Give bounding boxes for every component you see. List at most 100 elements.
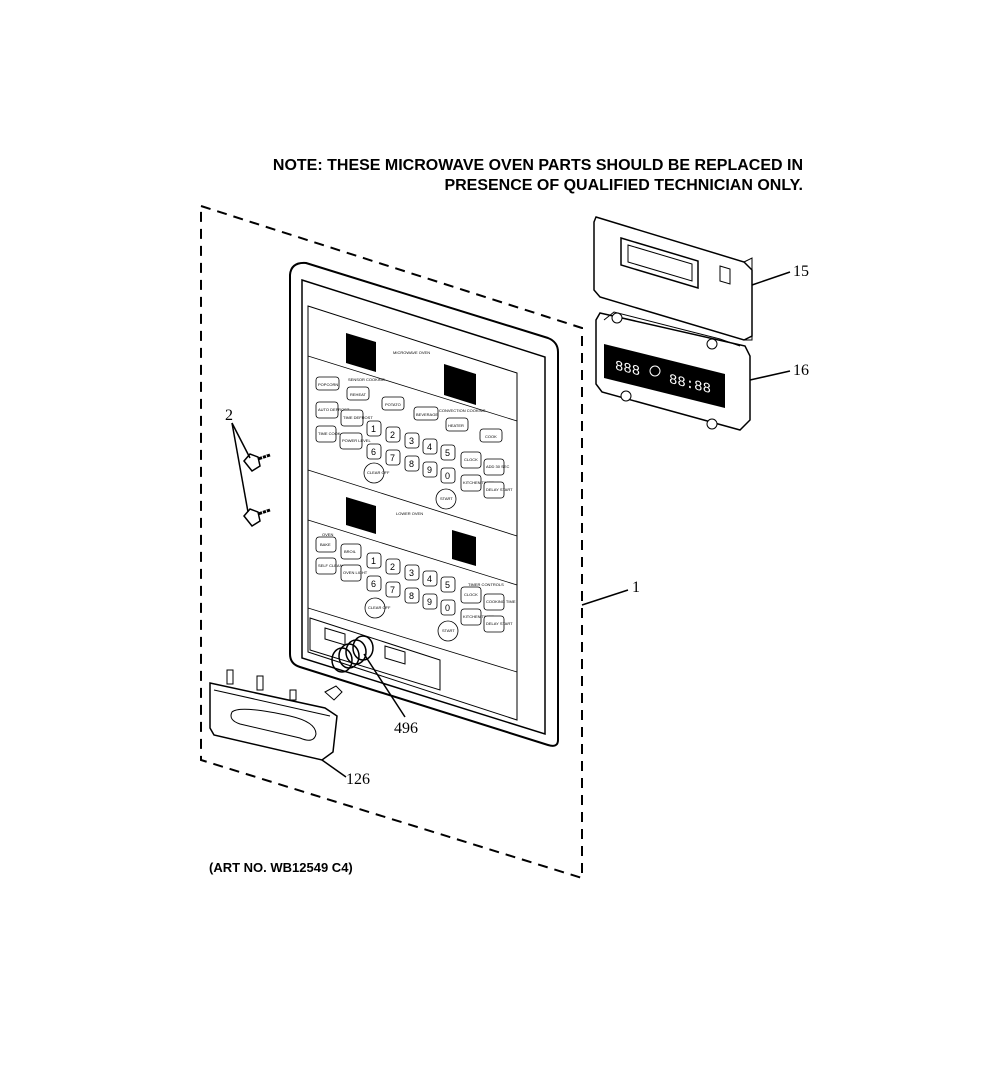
key-time-defrost[interactable] xyxy=(340,409,364,427)
key-potato[interactable] xyxy=(381,396,405,411)
key-clock-upper[interactable] xyxy=(460,451,482,469)
svg-text:KITCHEN TIMER: KITCHEN TIMER xyxy=(463,614,494,619)
callout-springs: 496 xyxy=(394,720,418,737)
svg-text:BROIL: BROIL xyxy=(344,549,357,554)
convection-section-label: CONVECTION COOKING xyxy=(439,408,486,413)
svg-text:START: START xyxy=(440,496,453,501)
key-kitchen-timer-upper[interactable] xyxy=(460,474,482,492)
control-board-display xyxy=(604,344,725,408)
svg-text:7: 7 xyxy=(390,585,395,595)
control-board: 888 88:88 xyxy=(595,311,751,431)
svg-text:0: 0 xyxy=(445,471,450,481)
svg-text:TIME DEFROST: TIME DEFROST xyxy=(343,415,373,420)
key-kitchen-timer-lower[interactable] xyxy=(460,608,482,626)
upper-digit-key[interactable] xyxy=(404,455,420,472)
svg-text:CLEAR OFF: CLEAR OFF xyxy=(367,470,390,475)
upper-digit-key[interactable] xyxy=(385,449,401,466)
lower-digit-key[interactable] xyxy=(440,576,456,593)
upper-digit-key[interactable] xyxy=(422,438,438,455)
lower-digit-key[interactable] xyxy=(366,552,382,569)
svg-text:COOK: COOK xyxy=(485,434,497,439)
key-power-level[interactable] xyxy=(339,432,363,450)
svg-text:9: 9 xyxy=(427,465,432,475)
callout-screws: 2 xyxy=(225,407,233,424)
svg-text:1: 1 xyxy=(371,556,376,566)
lower-number-pad: 1 2 3 4 5 6 7 8 9 0 xyxy=(366,552,456,616)
lower-digit-key[interactable] xyxy=(385,581,401,598)
key-oven-light[interactable] xyxy=(340,564,362,582)
key-cook[interactable] xyxy=(479,428,503,443)
upper-digit-key[interactable] xyxy=(366,420,382,437)
note-line-1: NOTE: THESE MICROWAVE OVEN PARTS SHOULD … xyxy=(272,157,803,174)
lower-digit-key[interactable] xyxy=(422,593,438,610)
lower-digit-key[interactable] xyxy=(404,587,420,604)
svg-text:CLEAR OFF: CLEAR OFF xyxy=(368,605,391,610)
svg-text:0: 0 xyxy=(445,603,450,613)
upper-display-window-left xyxy=(346,333,376,372)
upper-panel-title: MICROWAVE OVEN xyxy=(393,350,430,355)
upper-digit-key[interactable] xyxy=(404,432,420,449)
upper-number-pad: 1 2 3 4 5 6 7 8 9 0 xyxy=(366,420,456,484)
lower-digit-key[interactable] xyxy=(385,558,401,575)
key-cooking-time[interactable] xyxy=(483,593,505,611)
upper-digit-key[interactable] xyxy=(440,467,456,484)
key-delay-start-lower[interactable] xyxy=(483,615,505,633)
screw-icon xyxy=(243,453,271,472)
svg-text:START: START xyxy=(442,628,455,633)
lower-digit-key[interactable] xyxy=(366,575,382,592)
svg-text:REHEAT: REHEAT xyxy=(350,392,366,397)
svg-text:DELAY START: DELAY START xyxy=(486,487,513,492)
lower-start-key[interactable] xyxy=(437,620,459,642)
upper-display-window-right xyxy=(444,364,476,405)
svg-text:9: 9 xyxy=(427,597,432,607)
upper-start-key[interactable] xyxy=(435,488,457,510)
key-bake[interactable] xyxy=(315,536,337,553)
key-auto-defrost[interactable] xyxy=(315,401,339,419)
timer-section-label: TIMER CONTROLS xyxy=(468,582,504,587)
key-time-cook[interactable] xyxy=(315,425,337,443)
upper-clear-off-key[interactable] xyxy=(363,462,385,484)
svg-text:DELAY START: DELAY START xyxy=(486,621,513,626)
svg-text:6: 6 xyxy=(371,579,376,589)
svg-text:8: 8 xyxy=(409,459,414,469)
upper-digit-key[interactable] xyxy=(366,443,382,460)
key-self-clean[interactable] xyxy=(315,557,337,575)
callout-latch-handle: 126 xyxy=(346,771,370,788)
upper-keypad: POPCORN REHEAT POTATO BEVERAGE HEATER CO… xyxy=(315,376,513,499)
key-popcorn[interactable] xyxy=(315,376,340,391)
key-add-30-sec[interactable] xyxy=(483,458,505,476)
lower-digit-key[interactable] xyxy=(440,599,456,616)
key-beverage[interactable] xyxy=(413,406,439,421)
svg-text:CLOCK: CLOCK xyxy=(464,457,478,462)
key-reheat[interactable] xyxy=(346,386,370,401)
assembly-boundary xyxy=(200,204,583,880)
svg-text:4: 4 xyxy=(427,574,432,584)
key-heater[interactable] xyxy=(445,417,469,432)
svg-text:OVEN LIGHT: OVEN LIGHT xyxy=(343,570,368,575)
lower-clear-off-key[interactable] xyxy=(364,597,386,619)
svg-text:3: 3 xyxy=(409,568,414,578)
svg-text:CLOCK: CLOCK xyxy=(464,592,478,597)
key-broil[interactable] xyxy=(340,543,362,560)
upper-digit-key[interactable] xyxy=(422,461,438,478)
upper-digit-key[interactable] xyxy=(385,426,401,443)
lower-display-window-left xyxy=(346,497,376,534)
key-delay-start-upper[interactable] xyxy=(483,481,505,499)
oven-section-label: OVEN xyxy=(322,532,333,537)
svg-text:8: 8 xyxy=(409,591,414,601)
callout-display-board: 15 xyxy=(793,263,809,280)
svg-text:POTATO: POTATO xyxy=(385,402,401,407)
key-clock-lower[interactable] xyxy=(460,586,482,604)
svg-text:HEATER: HEATER xyxy=(448,423,464,428)
lower-digit-key[interactable] xyxy=(404,564,420,581)
leader-lines xyxy=(231,271,791,778)
upper-digit-key[interactable] xyxy=(440,444,456,461)
display-left-digits: 888 xyxy=(615,359,640,381)
lower-digit-key[interactable] xyxy=(422,570,438,587)
lower-keypad: BAKE BROIL SELF CLEAN OVEN LIGHT CLOCK C… xyxy=(315,536,516,633)
svg-text:5: 5 xyxy=(445,448,450,458)
sensor-section-label: SENSOR COOKING xyxy=(348,377,385,382)
callout-control-panel: 1 xyxy=(632,579,640,596)
lower-display-window-right xyxy=(452,530,476,566)
